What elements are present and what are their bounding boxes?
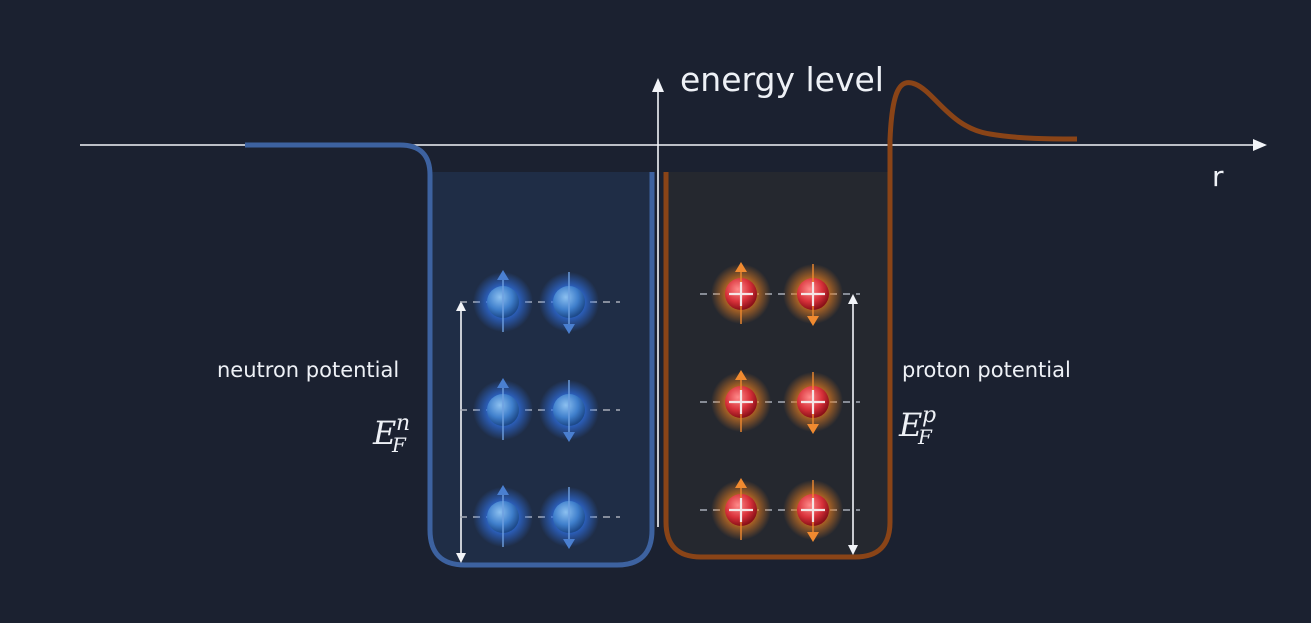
spin-up-arrow-icon (497, 378, 509, 388)
svg-text:E: E (372, 414, 396, 452)
proton-particle-spin-down (783, 372, 843, 434)
proton-energy-level (700, 262, 860, 326)
energy-axis-label: energy level (680, 60, 884, 99)
plus-charge-icon (729, 390, 753, 414)
plus-charge-icon (729, 498, 753, 522)
plus-charge-icon (729, 282, 753, 306)
neutron-particle-spin-up (473, 378, 533, 440)
neutron-particle-spin-up (473, 485, 533, 547)
neutron-energy-level (460, 485, 620, 549)
svg-text:F: F (917, 425, 933, 449)
spin-down-arrow-icon (807, 532, 819, 542)
spin-up-arrow-icon (497, 270, 509, 280)
proton-particle-spin-up (711, 370, 771, 432)
spin-up-arrow-icon (735, 478, 747, 488)
neutron-potential-label: neutron potential (217, 358, 399, 382)
plus-charge-icon (801, 390, 825, 414)
proton-energy-level (700, 478, 860, 542)
neutron-particle-spin-down (539, 380, 599, 442)
spin-up-arrow-icon (735, 370, 747, 380)
spin-down-arrow-icon (563, 324, 575, 334)
svg-text:p: p (922, 403, 936, 428)
spin-down-arrow-icon (807, 424, 819, 434)
spin-down-arrow-icon (563, 539, 575, 549)
proton-particle-spin-down (783, 480, 843, 542)
svg-text:n: n (396, 411, 410, 436)
svg-text:F: F (391, 433, 407, 457)
spin-down-arrow-icon (563, 432, 575, 442)
proton-potential-curve (663, 80, 1078, 560)
proton-particle-spin-down (783, 264, 843, 326)
spin-up-arrow-icon (735, 262, 747, 272)
neutron-particle-spin-down (539, 487, 599, 549)
proton-well-fill (666, 172, 890, 557)
neutron-energy-level (460, 270, 620, 334)
neutron-energy-level (460, 378, 620, 442)
spin-down-arrow-icon (807, 316, 819, 326)
proton-particle-spin-up (711, 478, 771, 540)
neutron-particle-spin-up (473, 270, 533, 332)
neutron-well-fill (432, 172, 652, 565)
r-axis-label: r (1212, 160, 1224, 193)
neutron-particle-spin-down (539, 272, 599, 334)
spin-up-arrow-icon (497, 485, 509, 495)
neutron-potential-curve (245, 142, 655, 568)
plus-charge-icon (801, 282, 825, 306)
svg-text:E: E (898, 406, 922, 444)
proton-particle-spin-up (711, 262, 771, 324)
plus-charge-icon (801, 498, 825, 522)
proton-energy-level (700, 370, 860, 434)
proton-potential-label: proton potential (902, 358, 1071, 382)
proton-fermi-energy-label: E p F (898, 403, 936, 449)
neutron-fermi-energy-label: E n F (372, 411, 410, 457)
